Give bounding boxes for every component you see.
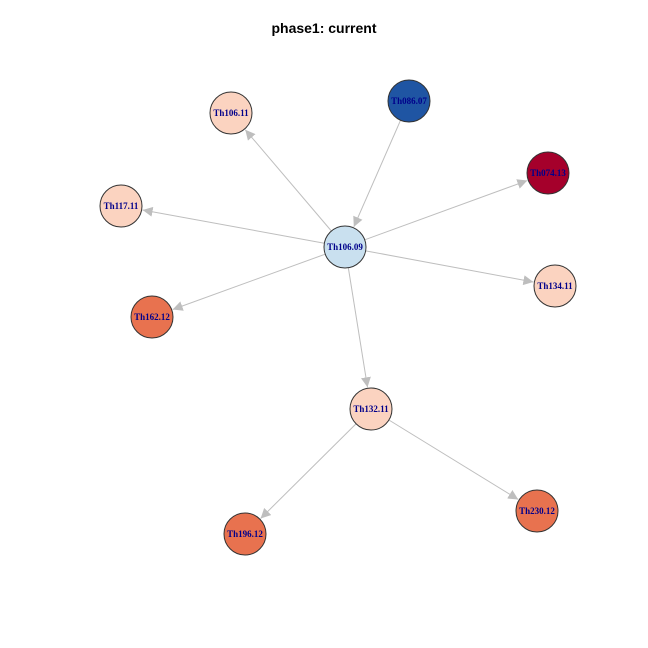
edge-Th106.09-to-Th106.11 [244, 129, 332, 232]
edge-Th132.11-to-Th196.12 [260, 423, 357, 519]
edge-Th132.11-to-Th230.12 [388, 419, 519, 500]
edge-Th086.07-to-Th106.09 [353, 120, 402, 228]
node-label: Th106.09 [327, 242, 363, 252]
node-label: Th086.07 [391, 96, 427, 106]
node-label: Th074.13 [530, 168, 566, 178]
node-circle[interactable] [209, 91, 253, 135]
node-label: Th230.12 [519, 506, 555, 516]
node-Th132.11[interactable]: Th132.11 [349, 387, 393, 431]
node-Th134.11[interactable]: Th134.11 [533, 264, 577, 308]
edge-Th106.09-to-Th134.11 [365, 250, 534, 286]
node-Th074.13[interactable]: Th074.13 [526, 151, 570, 195]
node-circle[interactable] [223, 512, 267, 556]
graph-title: phase1: current [271, 20, 377, 36]
edge-Th106.09-to-Th162.12 [172, 253, 326, 311]
edge-Th106.09-to-Th074.13 [364, 179, 528, 241]
node-label: Th134.11 [537, 281, 573, 291]
node-label: Th196.12 [227, 529, 263, 539]
node-circle[interactable] [323, 225, 367, 269]
node-Th230.12[interactable]: Th230.12 [515, 489, 559, 533]
node-label: Th132.11 [353, 404, 389, 414]
node-circle[interactable] [387, 79, 431, 123]
node-circle[interactable] [349, 387, 393, 431]
node-label: Th106.11 [213, 108, 249, 118]
node-Th106.09[interactable]: Th106.09 [323, 225, 367, 269]
node-Th117.11[interactable]: Th117.11 [99, 184, 143, 228]
edge-Th106.09-to-Th132.11 [347, 267, 371, 388]
node-Th196.12[interactable]: Th196.12 [223, 512, 267, 556]
edge-Th106.09-to-Th117.11 [142, 206, 325, 244]
node-label: Th117.11 [104, 201, 139, 211]
node-circle[interactable] [99, 184, 143, 228]
node-Th162.12[interactable]: Th162.12 [130, 295, 174, 339]
node-circle[interactable] [533, 264, 577, 308]
node-circle[interactable] [526, 151, 570, 195]
nodes: Th106.09 Th086.07Th106.11Th074.13Th117.11… [99, 79, 577, 556]
node-Th106.11[interactable]: Th106.11 [209, 91, 253, 135]
node-label: Th162.12 [134, 312, 170, 322]
edges [142, 120, 534, 519]
node-circle[interactable] [130, 295, 174, 339]
node-circle[interactable] [515, 489, 559, 533]
node-Th086.07[interactable]: Th086.07 [387, 79, 431, 123]
